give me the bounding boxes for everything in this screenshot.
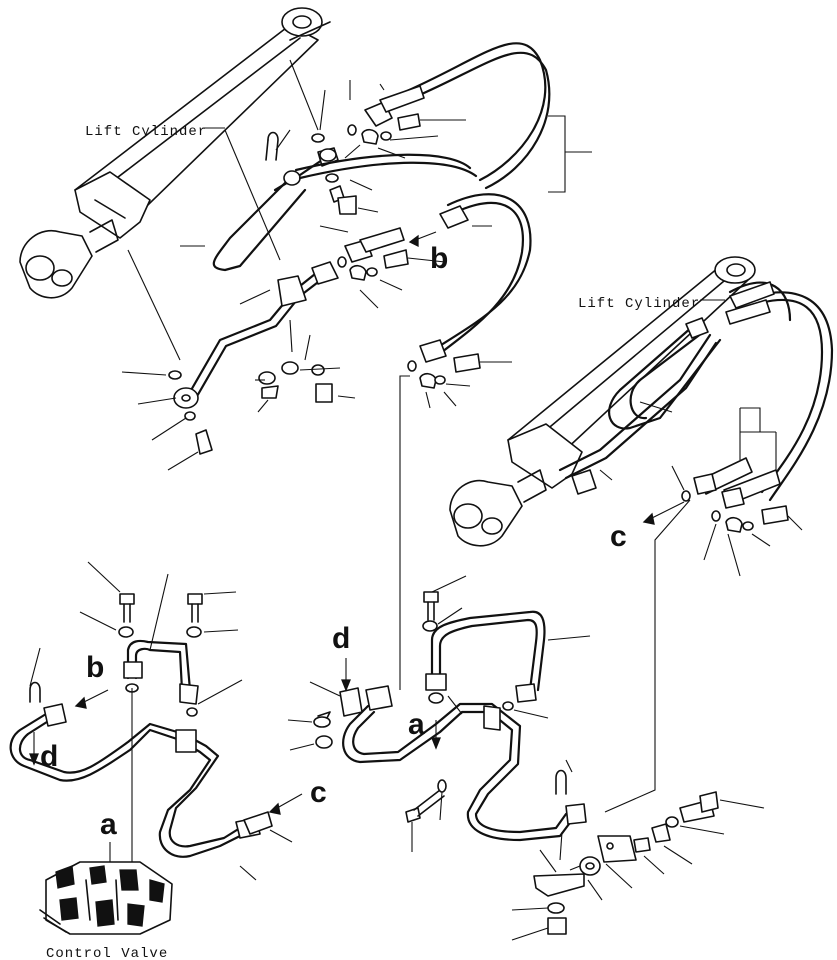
ref-c-right: c (610, 520, 627, 553)
lift-cylinder-right-label: Lift Cylinder (578, 296, 700, 312)
control-valve-label: Control Valve (46, 946, 168, 960)
ref-b-left: b (86, 651, 104, 684)
lift-cylinder-left (19, 7, 331, 299)
tube-lower-left (173, 261, 339, 409)
ref-d-middle: d (332, 622, 350, 655)
tube-assembly-bottom-middle (313, 591, 587, 842)
tube-assembly-bottom-left (9, 593, 273, 858)
lift-cylinder-left-label: Lift Cylinder (85, 124, 207, 140)
ref-d-left: d (40, 740, 58, 773)
control-valve (39, 861, 173, 935)
hardware-bottom-right (533, 769, 719, 935)
ref-a-middle: a (408, 708, 425, 741)
lift-cylinder-right (449, 256, 834, 547)
ref-a-lower: a (100, 808, 117, 841)
ref-b-top: b (430, 242, 448, 275)
ref-c-lower: c (310, 776, 327, 809)
hose-pair-upper (294, 42, 551, 363)
